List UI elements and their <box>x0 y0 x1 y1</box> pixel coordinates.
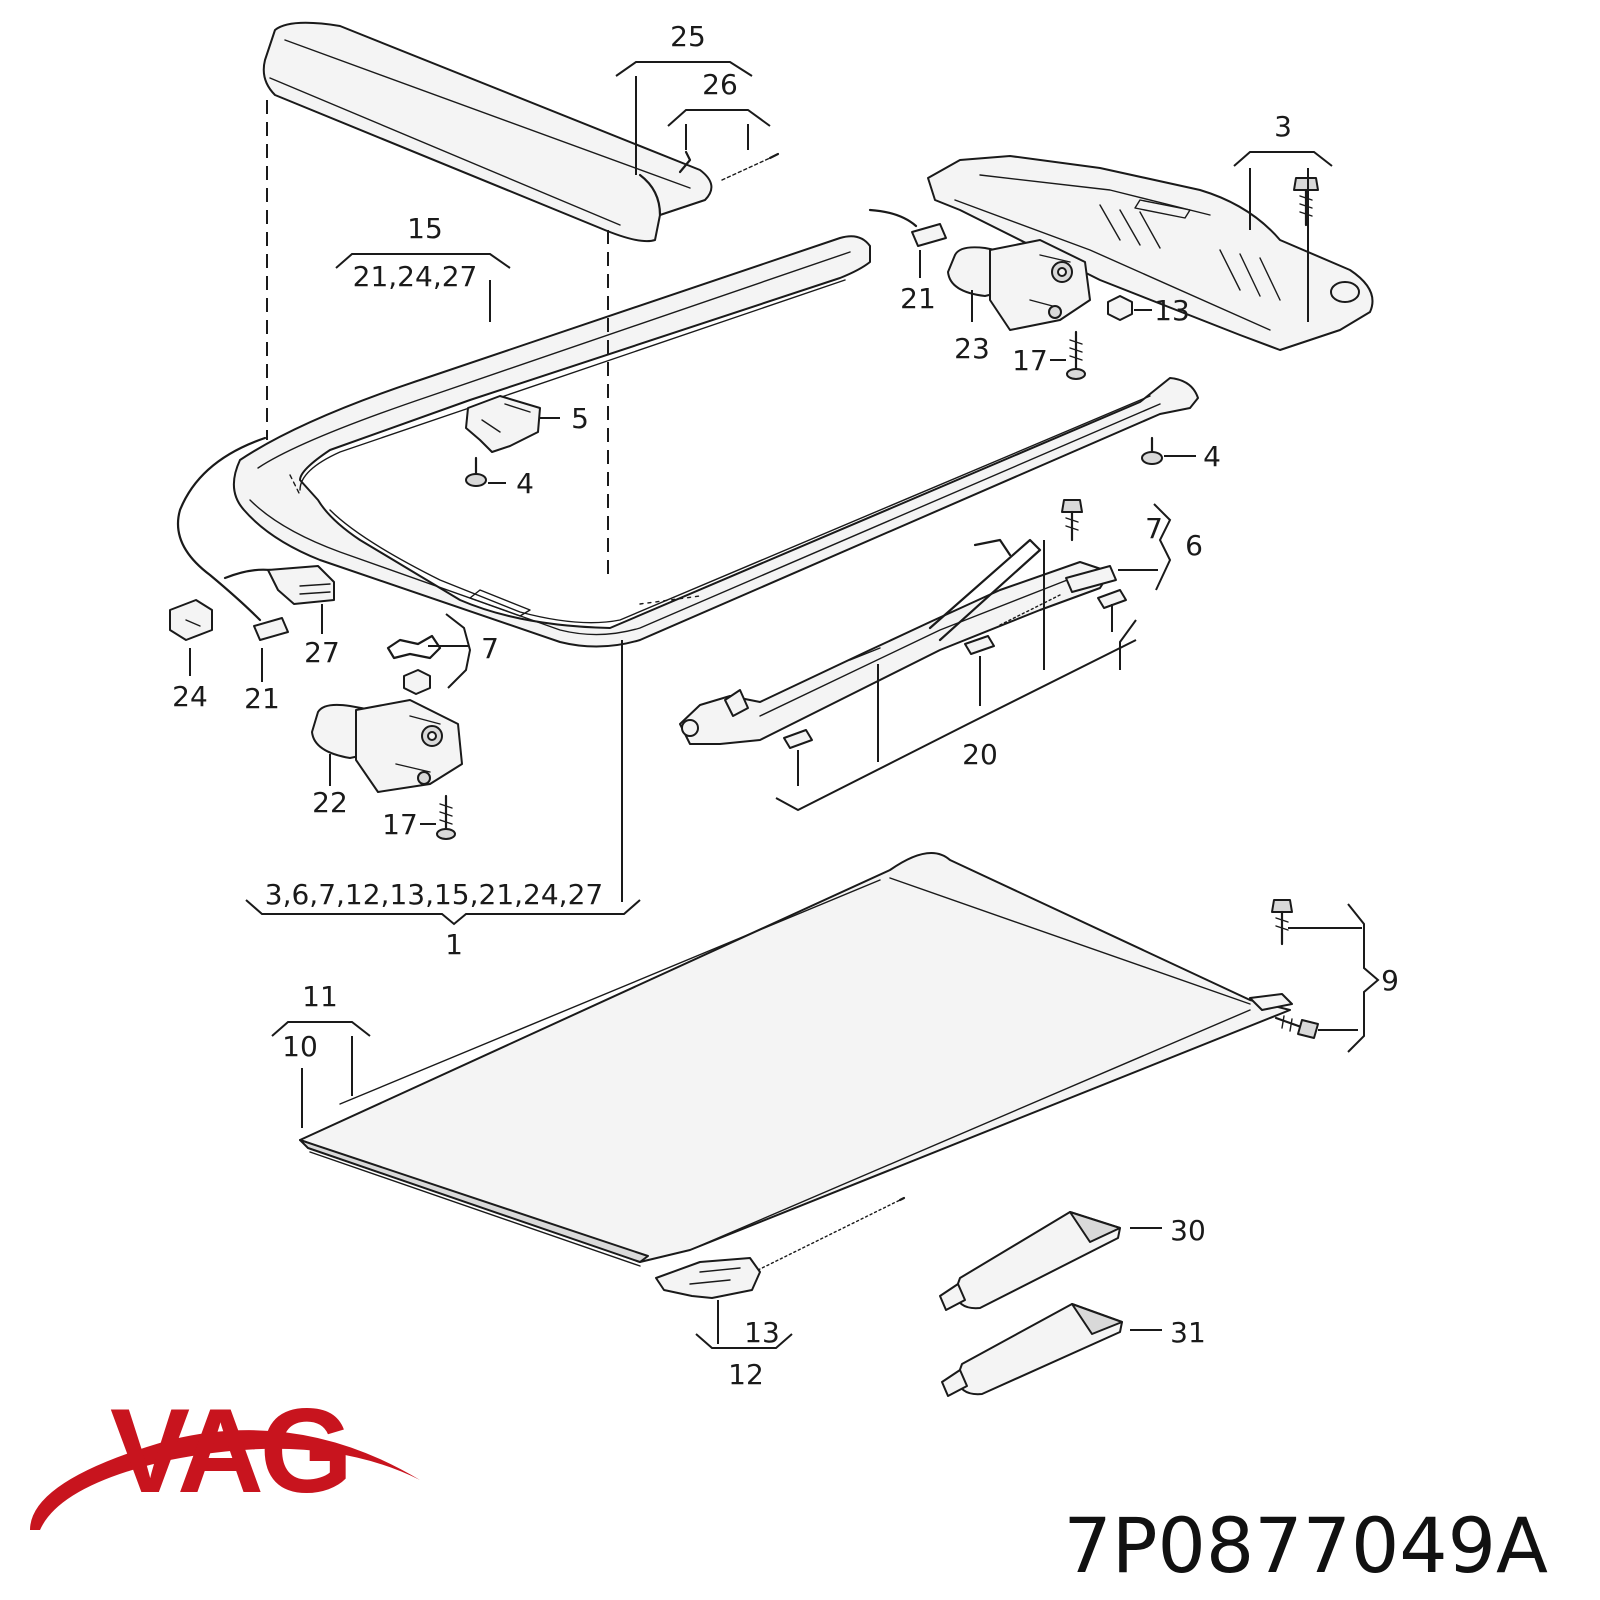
logo-swoosh-icon <box>30 1430 420 1530</box>
callout-30: 30 <box>1170 1214 1206 1247</box>
adhesive-tube-part <box>941 1303 1123 1397</box>
wind-deflector-part <box>262 21 713 243</box>
callout-21-24-27: 21,24,27 <box>353 260 478 293</box>
callout-9: 9 <box>1381 964 1399 997</box>
callout-17-top: 17 <box>1012 344 1048 377</box>
vag-logo: VAG <box>30 1384 420 1530</box>
callout-24: 24 <box>172 680 208 713</box>
callout-13-top: 13 <box>1154 294 1190 327</box>
sunroof-motor-part <box>947 239 1091 331</box>
callout-23: 23 <box>954 332 990 365</box>
sunroof-motor-part <box>311 699 463 793</box>
callout-3: 3 <box>1274 110 1292 143</box>
nut-icon <box>1107 295 1133 321</box>
adhesive-tube-part <box>939 1211 1121 1311</box>
screw-icon <box>465 456 487 487</box>
callout-21-right: 21 <box>900 282 936 315</box>
leader-lines <box>189 61 1380 1349</box>
screw-icon <box>1271 899 1293 946</box>
screw-icon <box>436 794 456 840</box>
slider-block-part <box>783 565 1127 749</box>
mounting-bracket-part <box>465 395 541 453</box>
callout-31: 31 <box>1170 1316 1206 1349</box>
screw-icon <box>1274 1015 1319 1039</box>
callout-11: 11 <box>302 980 338 1013</box>
drive-cable-part <box>757 1196 906 1271</box>
screw-icon <box>1141 436 1163 465</box>
screw-icon <box>1061 499 1083 542</box>
callout-13-bottom: 13 <box>744 1316 780 1349</box>
part-number: 7P0877049A <box>1063 1501 1548 1590</box>
callout-1: 1 <box>445 928 463 961</box>
callout-21-left: 21 <box>244 682 280 715</box>
callout-6: 6 <box>1185 529 1203 562</box>
callout-5: 5 <box>571 402 589 435</box>
sunshade-panel-part <box>299 852 1293 1267</box>
screw-icon <box>1066 330 1086 380</box>
callout-7-right: 7 <box>1145 512 1163 545</box>
clip-and-spring-part <box>678 150 780 181</box>
harness-connectors-part <box>169 565 335 641</box>
roof-frame-part <box>233 235 1199 648</box>
slider-part <box>655 1257 761 1299</box>
screw-icon <box>1293 177 1319 227</box>
brand-name: VAG <box>110 1384 349 1518</box>
callout-20: 20 <box>962 738 998 771</box>
callout-7-left: 7 <box>481 632 499 665</box>
rear-bracket-part <box>927 155 1374 351</box>
callout-15: 15 <box>407 212 443 245</box>
callout-assembly-group: 3,6,7,12,13,15,21,24,27 <box>265 878 603 911</box>
callout-25: 25 <box>670 20 706 53</box>
callout-12: 12 <box>728 1358 764 1391</box>
callout-labels: 25 26 3 15 21,24,27 21 13 23 17 5 4 4 7 … <box>172 20 1399 1391</box>
callout-4-left: 4 <box>516 467 534 500</box>
connector-part <box>911 223 947 247</box>
callout-17-bottom: 17 <box>382 808 418 841</box>
callout-27: 27 <box>304 636 340 669</box>
callout-26: 26 <box>702 68 738 101</box>
assembly-lines <box>266 100 609 580</box>
callout-10: 10 <box>282 1030 318 1063</box>
clip-part <box>386 634 442 695</box>
callout-22: 22 <box>312 786 348 819</box>
callout-4-right: 4 <box>1203 440 1221 473</box>
